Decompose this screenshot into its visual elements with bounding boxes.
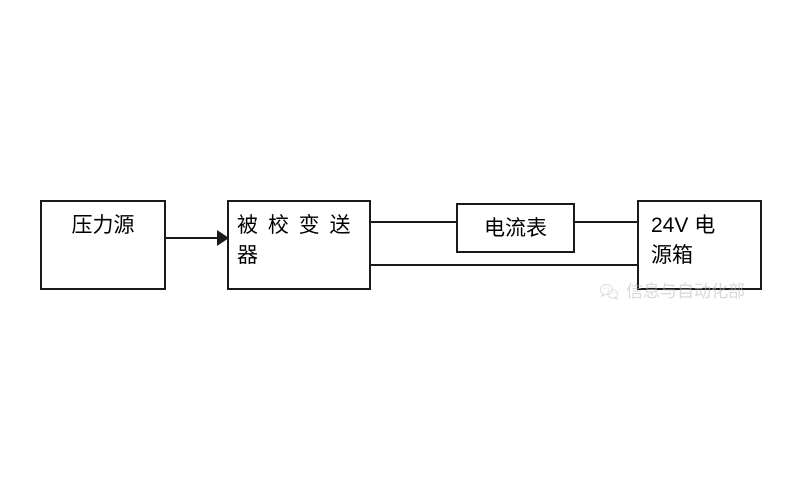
connector-transmitter-to-ammeter [369,221,458,223]
block-ammeter: 电流表 [456,203,575,253]
block-transmitter-under-calibration-label: 被 校 变 送 器 [237,214,353,267]
arrow-head-icon [217,230,229,246]
connector-pressure-source-to-transmitter [166,237,221,239]
connector-transmitter-to-power-supply-return [369,264,639,266]
block-24v-power-supply-label: 24V 电 源箱 [651,214,716,267]
block-pressure-source-label: 压力源 [71,214,135,237]
connector-ammeter-to-power-supply [573,221,639,223]
block-ammeter-label: 电流表 [484,217,547,240]
block-transmitter-under-calibration: 被 校 变 送 器 [227,200,371,290]
block-24v-power-supply: 24V 电 源箱 [637,200,762,290]
block-pressure-source: 压力源 [40,200,166,290]
wechat-logo-icon [599,283,619,301]
